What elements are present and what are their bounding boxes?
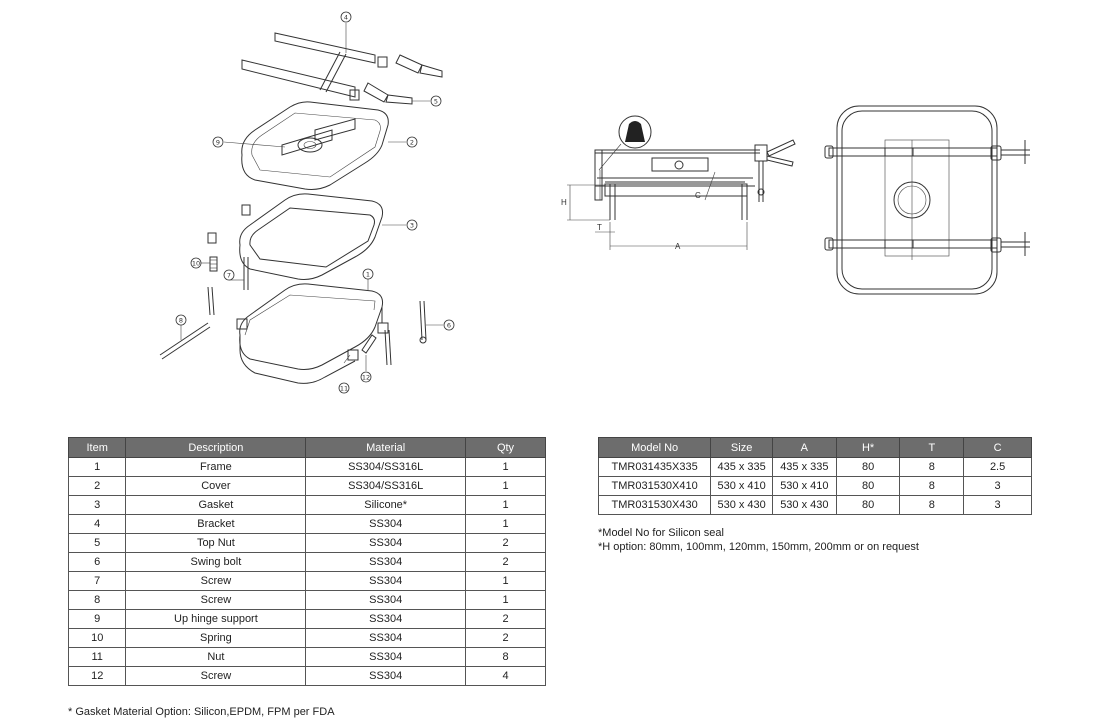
svg-text:8: 8: [179, 317, 183, 325]
svg-text:10: 10: [192, 260, 200, 268]
bracket-part: [241, 32, 388, 101]
svg-text:1: 1: [366, 271, 370, 279]
dim-c-label: C: [695, 191, 701, 200]
col-size-header: Size: [710, 437, 773, 458]
col-item-header: Item: [67, 437, 127, 458]
swing-bolt-part: [361, 300, 427, 366]
col-a-header: A: [771, 437, 837, 458]
svg-text:2: 2: [410, 139, 414, 147]
svg-text:7: 7: [227, 272, 231, 280]
col-material-header: Material: [305, 437, 466, 458]
callout-labels: 4 5 9 2 3 1 10 7 8 6 11 12: [175, 11, 455, 394]
parts-table-header: Item Description Material Qty: [67, 437, 546, 458]
gasket-profile-detail: [598, 115, 652, 171]
model-table-header: Model No Size A H* T C: [597, 437, 1032, 458]
svg-text:11: 11: [340, 385, 348, 393]
svg-text:9: 9: [216, 139, 220, 147]
gasket-part: [239, 193, 383, 280]
svg-text:12: 12: [362, 374, 370, 382]
dim-a-label: A: [675, 242, 681, 251]
hardware-parts: [159, 204, 251, 360]
top-nut-part: [363, 54, 443, 105]
gasket-footnote: * Gasket Material Option: Silicon,EPDM, …: [68, 706, 335, 718]
svg-text:6: 6: [447, 322, 451, 330]
frame-part: [236, 283, 389, 384]
svg-text:4: 4: [344, 14, 348, 22]
model-note-silicon: *Model No for Silicon seal: [598, 527, 724, 539]
side-section-view: H A T C: [561, 115, 796, 251]
cover-part: [241, 101, 389, 190]
dim-h-label: H: [561, 198, 567, 207]
swing-handle: [754, 139, 796, 202]
top-plan-view: [824, 105, 1030, 295]
dim-t-label: T: [597, 223, 602, 232]
svg-text:5: 5: [434, 98, 438, 106]
col-c-header: C: [963, 437, 1032, 458]
col-description-header: Description: [125, 437, 307, 458]
col-h-header: H*: [835, 437, 901, 458]
model-note-h-option: *H option: 80mm, 100mm, 120mm, 150mm, 20…: [598, 541, 919, 553]
exploded-view-drawing: 4 5 9 2 3 1 10 7 8 6 11 12: [159, 11, 455, 394]
col-model-header: Model No: [597, 437, 712, 458]
col-t-header: T: [899, 437, 965, 458]
col-qty-header: Qty: [465, 437, 546, 458]
svg-text:3: 3: [410, 222, 414, 230]
